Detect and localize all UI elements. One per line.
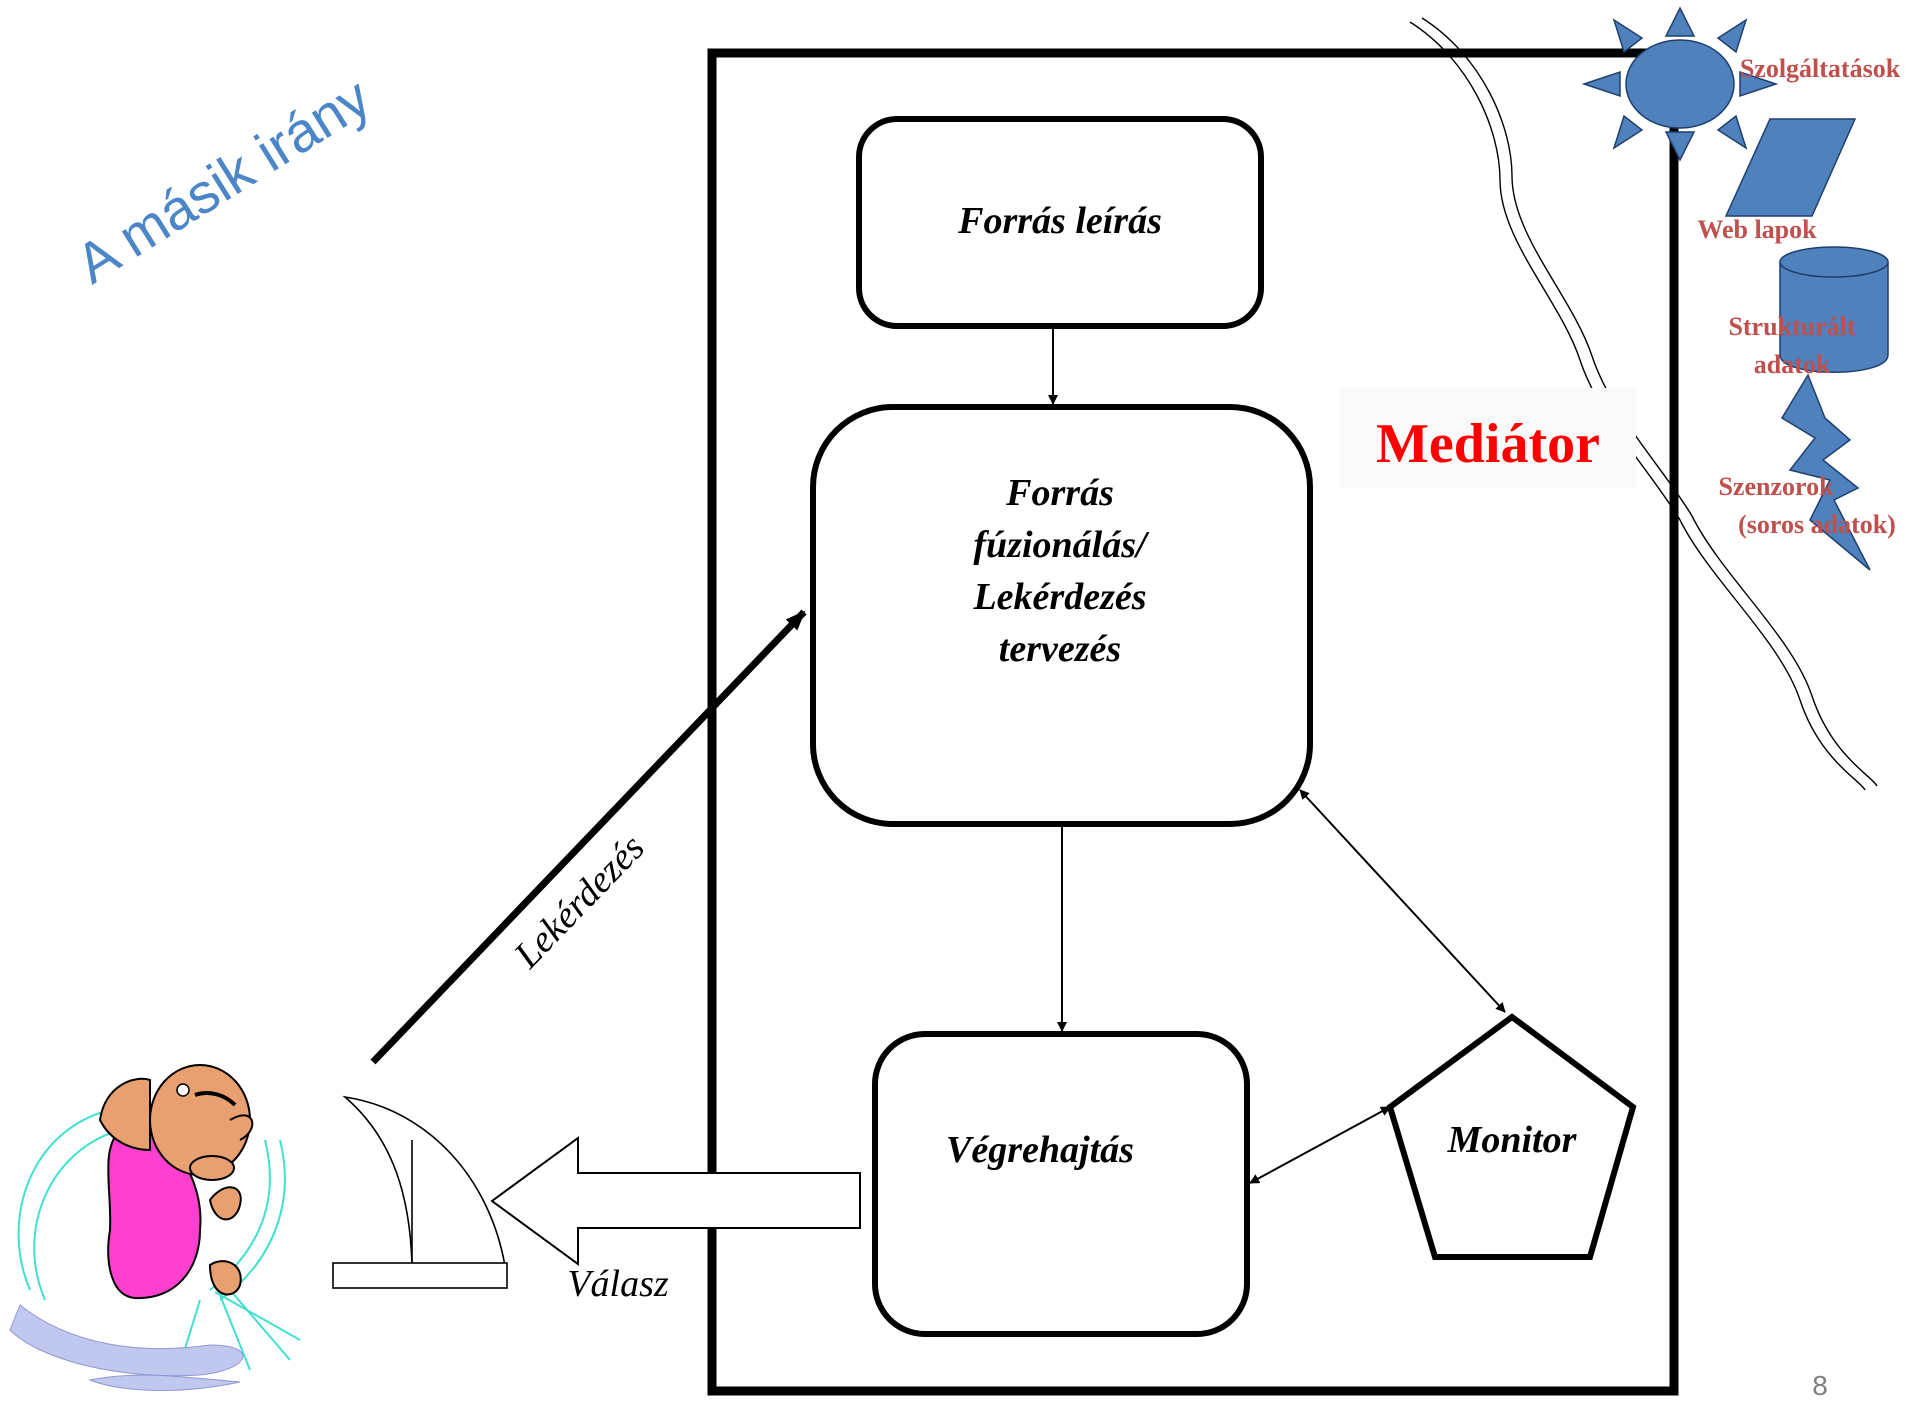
slide-title: A másik irány (65, 65, 381, 295)
sensors-label-2: (soros adatok) (1738, 510, 1896, 539)
lightning-icon (1780, 373, 1871, 571)
mediator-label-bg (1340, 388, 1636, 488)
execution-box[interactable] (872, 1031, 1250, 1337)
web-page-icon (1724, 118, 1857, 217)
person-icon (9, 1064, 301, 1391)
fusion-planning-box[interactable] (810, 404, 1313, 827)
satellite-dish-icon (332, 1095, 508, 1289)
arrow-execution-monitor (1249, 1106, 1391, 1184)
sun-icon (1581, 6, 1779, 162)
web-pages-label: Web lapok (1697, 215, 1817, 244)
structured-label-2: adatok (1754, 350, 1831, 379)
source-description-box[interactable] (856, 116, 1264, 329)
monitor-label: Monitor (1447, 1119, 1578, 1161)
mediator-boundary (707, 48, 1679, 1396)
services-label: Szolgáltatások (1740, 54, 1901, 83)
answer-label: Válasz (567, 1263, 669, 1305)
source-description-label: Forrás leírás (957, 200, 1162, 242)
structured-label-1: Strukturált (1728, 312, 1855, 341)
database-icon (1779, 246, 1889, 373)
fusion-line-2: fúzionálás/ (973, 524, 1150, 566)
answer-arrow (490, 1136, 861, 1266)
query-arrow (370, 609, 807, 1065)
execution-label: Végrehajtás (946, 1129, 1134, 1171)
fusion-line-1: Forrás (1005, 472, 1114, 514)
mediator-label: Mediátor (1376, 413, 1600, 475)
arrow-fusion-monitor (1299, 789, 1506, 1013)
fusion-line-4: tervezés (999, 628, 1121, 670)
page-number: 8 (1812, 1370, 1828, 1401)
fusion-planning-label: Forrás fúzionálás/ Lekérdezés tervezés (972, 472, 1150, 670)
sensors-label-1: Szenzorok (1718, 472, 1834, 501)
monitor-pentagon[interactable] (1386, 1013, 1637, 1260)
fusion-line-3: Lekérdezés (972, 576, 1146, 618)
